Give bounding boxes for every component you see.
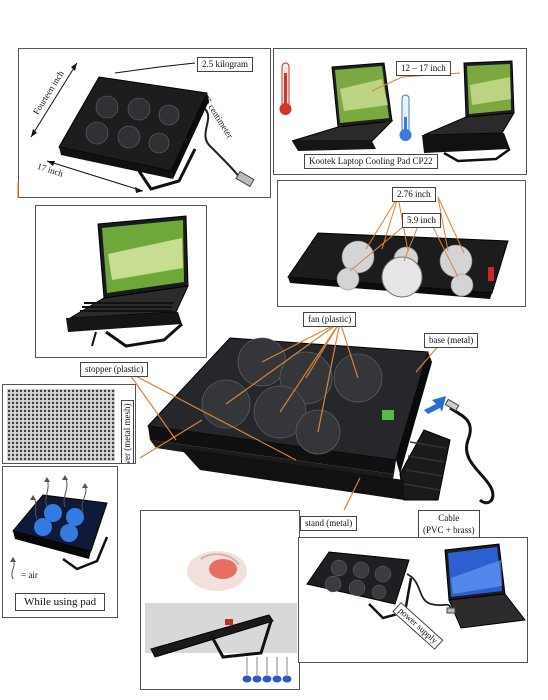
weight-label: 2.5 kilogram bbox=[197, 57, 253, 72]
laptop-stand-panel bbox=[35, 205, 207, 358]
adjust-panel bbox=[140, 510, 300, 690]
pad-in-use-illustration bbox=[10, 475, 109, 580]
cable-callout-line2: (PVC + brass) bbox=[423, 525, 475, 535]
base-callout: base (metal) bbox=[424, 333, 479, 348]
cooling-pad-dimensions-illustration bbox=[30, 62, 255, 193]
dimensions-panel: 2.5 kilogram Fourteen inch 17 inch 75 ce… bbox=[18, 48, 271, 198]
cable-callout: Cable (PVC + brass) bbox=[418, 510, 480, 538]
fan-sizes-panel: 2.76 inch 5.9 inch bbox=[277, 180, 526, 307]
small-fan-size-label: 5.9 inch bbox=[402, 213, 441, 228]
rubber-feet-icons bbox=[242, 675, 292, 683]
stopper-callout: stopper (plastic) bbox=[80, 362, 149, 377]
cable-callout-line1: Cable bbox=[438, 513, 460, 523]
usage-caption: While using pad bbox=[15, 593, 106, 611]
mesh-panel: cover (metal mesh) bbox=[2, 384, 136, 464]
air-legend-label: = air bbox=[21, 570, 38, 580]
temperature-panel: 12 – 17 inch Kootek Laptop Cooling Pad C… bbox=[273, 48, 527, 175]
fan-callout: fan (plastic) bbox=[303, 312, 357, 327]
power-supply-panel: power supply bbox=[298, 537, 528, 663]
size-range-label: 12 – 17 inch bbox=[396, 61, 451, 76]
metal-mesh-swatch bbox=[7, 389, 115, 461]
usage-panel: = air While using pad bbox=[2, 466, 118, 618]
mesh-label: cover (metal mesh) bbox=[121, 399, 134, 463]
fan-sizes-illustration bbox=[287, 196, 509, 299]
angle-adjust-illustration bbox=[145, 551, 297, 683]
laptop-temperature-illustration bbox=[279, 60, 515, 163]
product-name-label: Kootek Laptop Cooling Pad CP22 bbox=[304, 154, 438, 169]
laptop-on-stand-illustration bbox=[66, 215, 189, 348]
large-fan-size-label: 2.76 inch bbox=[392, 187, 436, 202]
stand-callout: stand (metal) bbox=[300, 516, 358, 531]
power-supply-illustration bbox=[306, 543, 526, 629]
